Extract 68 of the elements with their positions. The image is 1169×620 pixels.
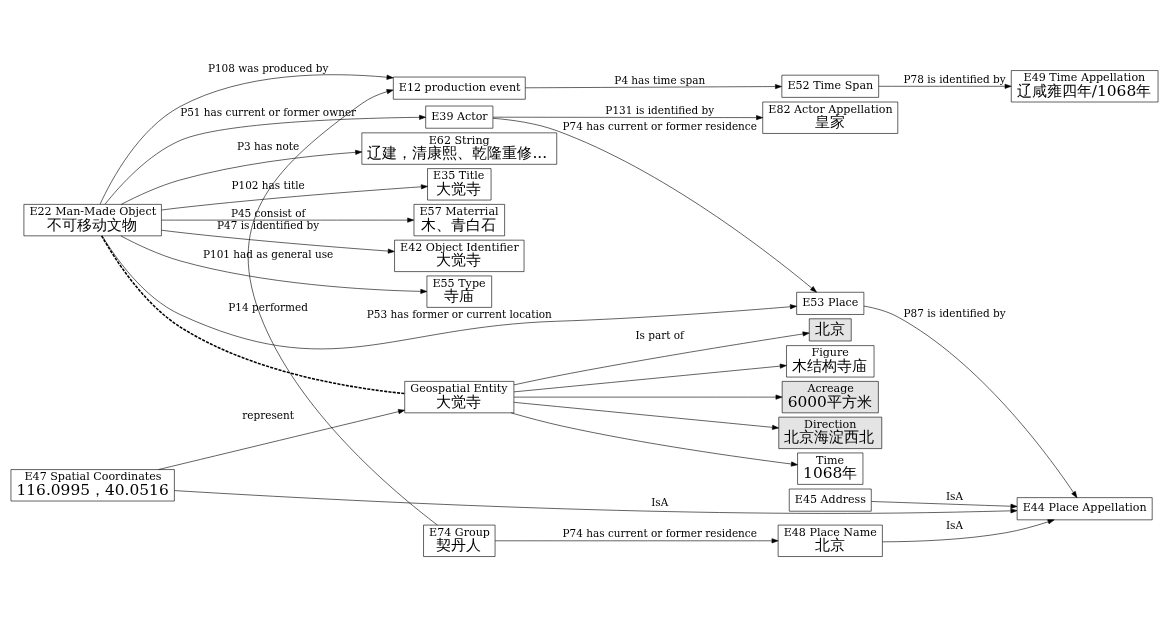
arrow [120, 149, 363, 205]
edge-label: Is part of [635, 328, 684, 341]
connector [100, 235, 406, 395]
node-box: E62 String 辽建，清康熙、乾隆重修... [361, 132, 558, 165]
node-box: E48 Place Name 北京 [777, 524, 883, 557]
arrow [863, 305, 1078, 498]
node-box: E57 Materrial 木、青白石 [413, 204, 505, 237]
arrow [871, 501, 1018, 509]
edge-label: P102 has title [231, 179, 305, 192]
edge-label: P87 is identified by [903, 307, 1006, 320]
node-box: E55 Type 寺庙 [426, 275, 492, 308]
edge-label: P78 is identified by [903, 72, 1006, 85]
arrow [882, 519, 1055, 543]
node-box: Acreage 6000平方米 [781, 381, 879, 414]
arrow [161, 184, 428, 211]
edge-label: P51 has current or former owner [180, 105, 357, 118]
node-box: E82 Actor Appellation 皇家 [762, 101, 899, 134]
node-box: Time 1068年 [797, 452, 864, 485]
arrow [513, 394, 783, 400]
node-box: E42 Object Identifier 大觉寺 [394, 239, 525, 272]
node-box: 北京 [809, 318, 852, 342]
arrow [104, 114, 426, 205]
arrow [99, 74, 394, 205]
node-box: Figure 木结构寺庙 [786, 345, 875, 378]
node-box: E52 Time Span [781, 74, 879, 98]
node-box: Direction 北京海淀西北 [778, 416, 883, 449]
node-box: Geospatial Entity 大觉寺 [404, 381, 515, 414]
node-box: E74 Group 契丹人 [423, 524, 496, 557]
arrow [513, 363, 787, 393]
edge-label: P74 has current or former residence [562, 120, 757, 133]
arrow [120, 235, 428, 294]
node-box: E44 Place Appellation [1016, 497, 1153, 521]
node-box: E45 Address [788, 488, 872, 512]
arrow [161, 229, 395, 254]
edge-label: P101 had as general use [202, 247, 334, 260]
arrow [158, 409, 405, 470]
edge-label: P14 performed [228, 300, 308, 313]
node-box: E49 Time Appellation 辽咸雍四年/1068年 [1010, 70, 1159, 103]
arrow [492, 118, 817, 293]
edge-label: P74 has current or former residence [562, 527, 757, 540]
edge-label: IsA [651, 496, 669, 509]
node-box: E39 Actor [425, 105, 494, 129]
edge-label: P131 is identified by [605, 104, 715, 117]
arrow [525, 84, 782, 90]
edge-label: P45 consist of [230, 206, 306, 219]
arrow [248, 89, 438, 526]
edge-label: P53 has former or current location [366, 307, 552, 320]
arrow [510, 412, 798, 467]
edge-label: P3 has note [237, 139, 300, 152]
arrow [494, 538, 779, 544]
node-box: E22 Man-Made Object 不可移动文物 [23, 204, 162, 237]
node-box: E12 production event [393, 76, 526, 100]
edge-label: P108 was produced by [207, 61, 329, 74]
edge-label: represent [242, 409, 294, 422]
edge-label: P47 is identified by [217, 219, 320, 232]
arrow [101, 235, 797, 349]
edge-label: IsA [945, 519, 964, 532]
edge-label: P4 has time span [614, 73, 706, 86]
arrow [513, 331, 810, 386]
arrow [174, 490, 1018, 514]
arrow [492, 115, 763, 121]
node-box: E53 Place [796, 291, 865, 315]
arrow [513, 402, 779, 430]
arrow [878, 83, 1012, 89]
edge-label: IsA [945, 489, 964, 502]
node-box: E35 Title 大觉寺 [427, 168, 492, 201]
node-box: E47 Spatial Coordinates 116.0995，40.0516 [10, 469, 175, 502]
arrow [161, 217, 415, 223]
